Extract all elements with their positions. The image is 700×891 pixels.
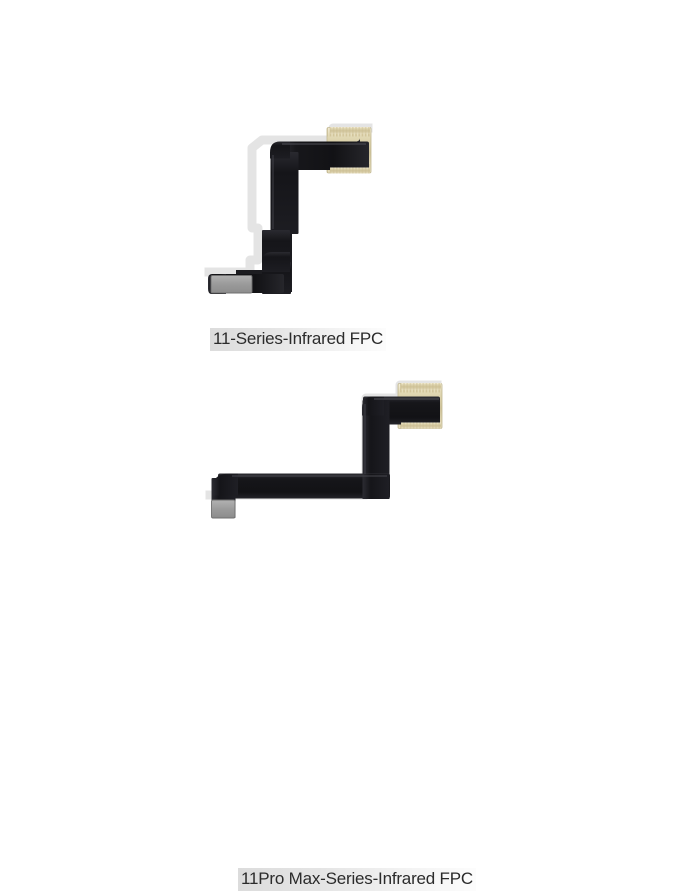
product-figure-11-series: 11-Series-Infrared FPC: [0, 0, 700, 360]
product-caption-11-pro-max-series: 11Pro Max-Series-Infrared FPC: [238, 868, 476, 891]
end-pad-11-series: [210, 275, 253, 294]
fpc-cable-11-pro-max-series-illustration: [205, 380, 443, 519]
flex-ribbon-11-pro-max-series: [211, 396, 440, 518]
product-caption-11-series: 11-Series-Infrared FPC: [210, 328, 387, 351]
end-pad-11-pro-max-series: [211, 499, 236, 519]
fpc-cable-11-series-illustration: [204, 123, 373, 294]
product-figure-11-pro-max-series: 11Pro Max-Series-Infrared FPC: [0, 360, 700, 891]
connector-tip-highlight-11-series: [330, 127, 370, 174]
connector-tip-highlight-11-pro-max-series: [401, 383, 441, 429]
